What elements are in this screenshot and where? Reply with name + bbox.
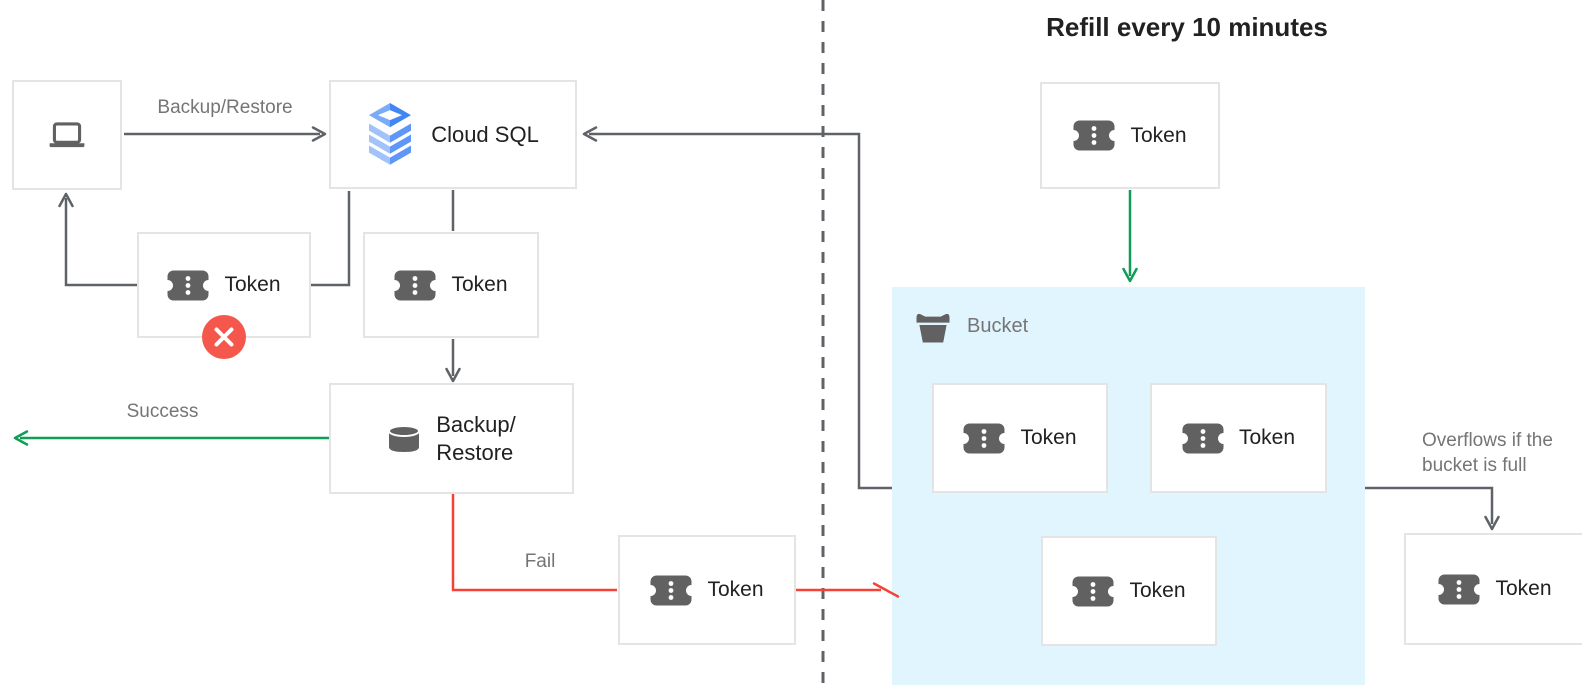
cloud-sql-icon	[367, 103, 413, 166]
refill-title: Refill every 10 minutes	[1046, 12, 1328, 42]
token-box-cloudsql: Token	[363, 232, 539, 338]
bucket-label: Bucket	[967, 315, 1029, 337]
token-label: Token	[1495, 577, 1552, 600]
token-box-refill: Token	[1040, 82, 1220, 189]
cloud-sql-node: Cloud SQL	[329, 80, 577, 189]
token-box-bucket-3: Token	[1041, 536, 1217, 646]
cloud-sql-label: Cloud SQL	[431, 121, 539, 147]
edge-label-success: Success	[126, 401, 199, 422]
token-icon	[394, 270, 437, 301]
token-label: Token	[451, 273, 508, 296]
edge-label-backup-restore: Backup/Restore	[157, 97, 293, 118]
token-icon	[1073, 120, 1116, 151]
bucket-icon	[912, 310, 954, 343]
edge-label-overflow: Overflows if the bucket is full	[1422, 430, 1553, 476]
token-box-bucket-2: Token	[1150, 383, 1327, 493]
token-label: Token	[1238, 426, 1296, 449]
client-node	[12, 80, 122, 190]
edge-label-fail: Fail	[524, 551, 556, 572]
backup-restore-label: Backup/ Restore	[436, 411, 516, 465]
token-box-bucket-1: Token	[932, 383, 1108, 493]
database-icon	[387, 424, 421, 454]
token-icon	[1438, 574, 1481, 605]
token-box-overflow: Token	[1404, 533, 1582, 645]
token-icon	[167, 270, 210, 301]
token-icon	[1072, 576, 1115, 607]
token-label: Token	[1020, 426, 1077, 449]
token-label: Token	[224, 273, 281, 296]
token-label: Token	[1129, 579, 1186, 602]
backup-restore-node: Backup/ Restore	[329, 383, 574, 494]
token-box-fail: Token	[618, 535, 796, 645]
bucket-header: Bucket	[912, 310, 1028, 343]
token-label: Token	[707, 578, 764, 601]
token-icon	[1181, 423, 1224, 454]
token-icon	[650, 575, 693, 606]
rejected-x-icon	[202, 315, 246, 359]
laptop-icon	[48, 121, 86, 150]
token-icon	[963, 423, 1006, 454]
token-box-rejected: Token	[137, 232, 311, 359]
token-label: Token	[1130, 123, 1187, 147]
